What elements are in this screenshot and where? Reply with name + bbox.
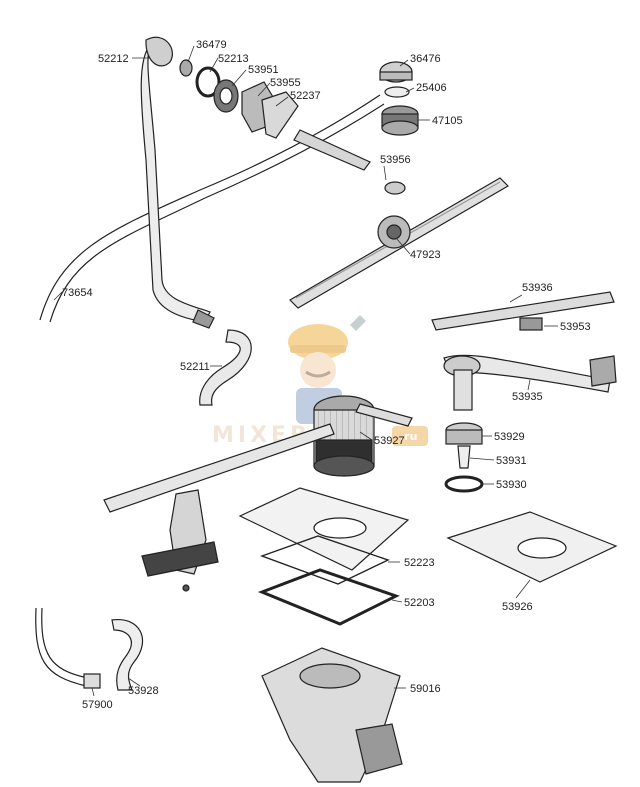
vertical-pipe — [140, 36, 215, 329]
part-label-53931: 53931 — [496, 455, 527, 467]
lower-spray-arm — [443, 354, 617, 411]
part-label-52211: 52211 — [180, 361, 210, 373]
part-label-59016: 59016 — [410, 683, 441, 695]
watermark: MIXER .ru — [212, 315, 428, 448]
part-label-52213: 52213 — [218, 53, 249, 65]
gasket-52223 — [259, 535, 390, 585]
top-rings — [179, 59, 299, 139]
filter-stack-right — [444, 422, 484, 493]
tray-53926 — [446, 511, 618, 583]
leader-lines — [53, 45, 558, 697]
part-label-47923: 47923 — [410, 249, 441, 261]
part-label-53930: 53930 — [496, 479, 527, 491]
part-label-53927: 53927 — [374, 435, 405, 447]
part-label-52237: 52237 — [290, 90, 321, 102]
part-label-53928: 53928 — [128, 685, 159, 697]
part-label-53951: 53951 — [248, 64, 279, 76]
part-label-57900: 57900 — [82, 699, 113, 711]
part-label-53936: 53936 — [522, 282, 553, 294]
feed-pipe — [39, 94, 385, 323]
part-label-52223: 52223 — [404, 557, 435, 569]
watermark-suffix: .ru — [400, 430, 417, 443]
part-label-52212: 52212 — [98, 53, 129, 65]
part-label-36476: 36476 — [410, 53, 441, 65]
drain-hose — [35, 607, 144, 691]
middle-spray-arm — [431, 291, 615, 331]
hose-52211 — [199, 329, 252, 406]
part-label-52203: 52203 — [404, 597, 435, 609]
part-label-53955: 53955 — [270, 77, 301, 89]
sump-59016 — [261, 647, 403, 783]
part-label-47105: 47105 — [432, 115, 463, 127]
part-label-73654: 73654 — [62, 287, 93, 299]
gasket-52203 — [257, 568, 400, 626]
part-label-53953: 53953 — [560, 321, 591, 333]
top-right-parts — [379, 61, 419, 136]
bottom-spray-arm — [103, 423, 335, 592]
sump-plate — [238, 487, 410, 571]
part-labels: 52212 36479 52213 53951 53955 52237 3647… — [62, 39, 591, 711]
part-label-36479: 36479 — [196, 39, 227, 51]
filter-cylinder — [313, 395, 413, 477]
part-label-53929: 53929 — [494, 431, 525, 443]
upper-spray-arm — [289, 129, 509, 309]
part-label-25406: 25406 — [416, 82, 447, 94]
part-label-53956: 53956 — [380, 154, 411, 166]
part-label-53935: 53935 — [512, 391, 543, 403]
part-label-53926: 53926 — [502, 601, 533, 613]
